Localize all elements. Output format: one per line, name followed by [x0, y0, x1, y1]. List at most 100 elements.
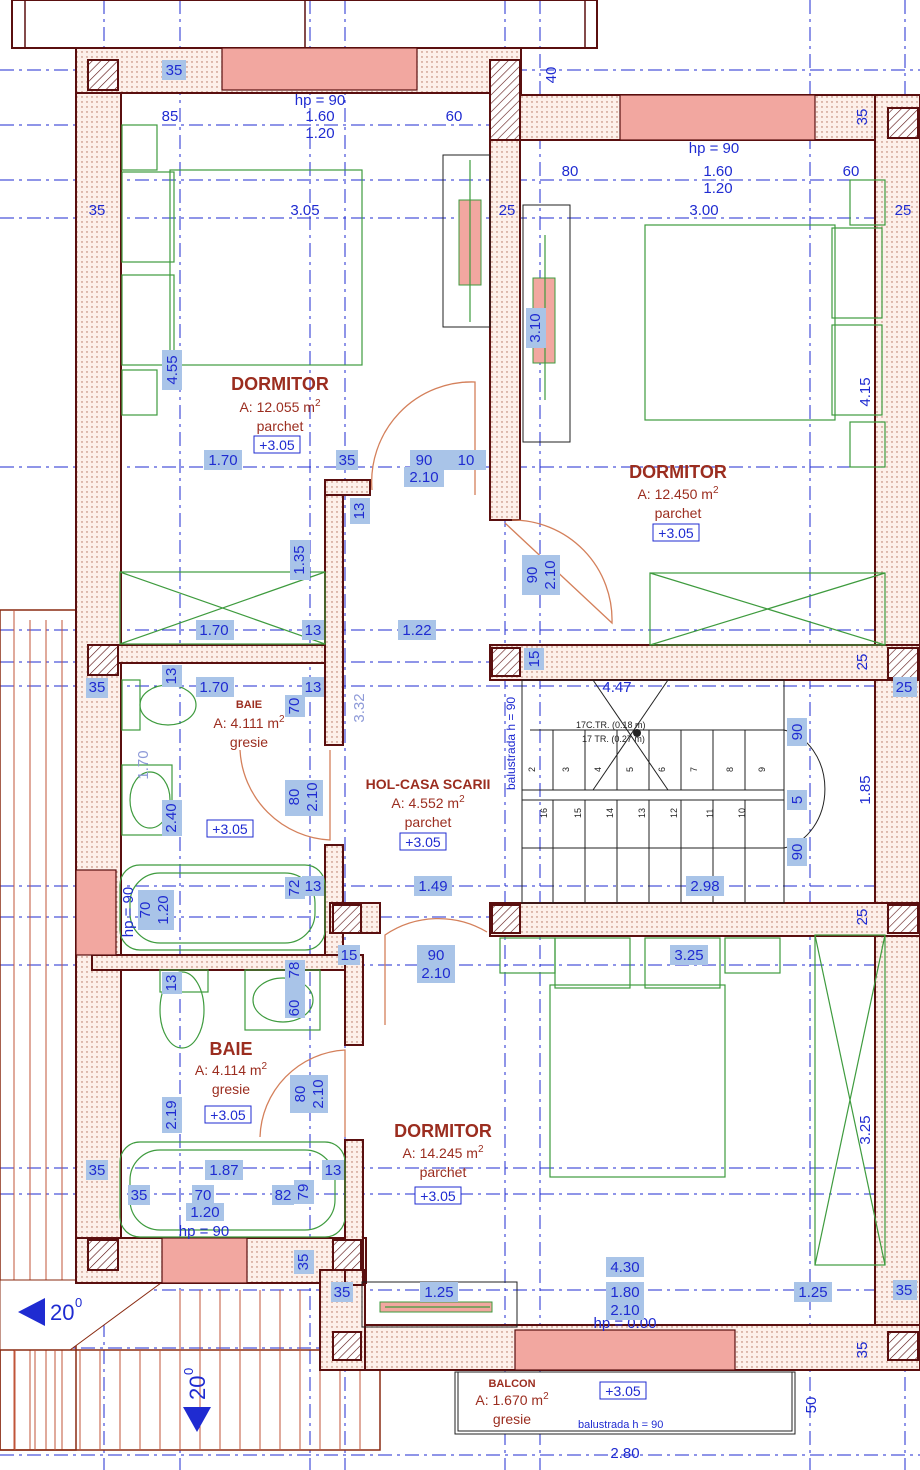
svg-text:15: 15: [341, 947, 358, 964]
svg-text:2.10: 2.10: [610, 1302, 639, 1319]
svg-text:4: 4: [593, 767, 603, 772]
svg-text:gresie: gresie: [230, 734, 268, 750]
columns: [87, 59, 919, 1361]
svg-text:35: 35: [339, 452, 356, 469]
svg-text:3.10: 3.10: [527, 313, 544, 342]
svg-text:1.25: 1.25: [798, 1284, 827, 1301]
door-swings: [239, 381, 613, 1138]
svg-text:85: 85: [162, 108, 179, 125]
svg-text:A: 12.450 m2: A: 12.450 m2: [637, 485, 719, 502]
svg-text:6: 6: [657, 767, 667, 772]
svg-text:90: 90: [789, 844, 806, 861]
svg-text:A: 14.245 m2: A: 14.245 m2: [402, 1144, 484, 1161]
balustrada-label: balustrada h = 90: [504, 697, 518, 790]
svg-text:A: 12.055 m2: A: 12.055 m2: [239, 398, 321, 415]
svg-text:3.25: 3.25: [674, 947, 703, 964]
room-baie2: BAIE A: 4.114 m2 gresie +3.05: [195, 1039, 268, 1124]
svg-text:1.87: 1.87: [209, 1162, 238, 1179]
svg-text:20: 20: [50, 1300, 74, 1325]
svg-text:72: 72: [286, 880, 303, 897]
svg-text:BAIE: BAIE: [236, 699, 262, 711]
svg-text:4.30: 4.30: [610, 1259, 639, 1276]
svg-text:13: 13: [637, 808, 647, 818]
svg-text:hp = 90: hp = 90: [179, 1223, 229, 1240]
svg-text:1.25: 1.25: [424, 1284, 453, 1301]
svg-text:1.35: 1.35: [291, 545, 308, 574]
svg-text:80: 80: [292, 1086, 309, 1103]
svg-text:DORMITOR: DORMITOR: [231, 374, 329, 394]
svg-text:3.05: 3.05: [290, 202, 319, 219]
svg-text:1.70: 1.70: [208, 452, 237, 469]
svg-text:1.20: 1.20: [155, 895, 172, 924]
svg-text:90: 90: [416, 452, 433, 469]
svg-text:10: 10: [458, 452, 475, 469]
svg-text:78: 78: [286, 962, 303, 979]
svg-text:1.60: 1.60: [305, 108, 334, 125]
svg-text:13: 13: [305, 878, 322, 895]
svg-text:3.32: 3.32: [351, 693, 368, 722]
svg-text:2.98: 2.98: [690, 878, 719, 895]
svg-text:parchet: parchet: [257, 418, 304, 434]
svg-text:35: 35: [131, 1187, 148, 1204]
svg-text:25: 25: [854, 909, 871, 926]
svg-text:parchet: parchet: [405, 814, 452, 830]
svg-text:13: 13: [325, 1162, 342, 1179]
svg-text:25: 25: [854, 654, 871, 671]
svg-text:10: 10: [737, 808, 747, 818]
room-hol: HOL-CASA SCARII A: 4.552 m2 parchet +3.0…: [366, 776, 490, 851]
svg-text:BAIE: BAIE: [209, 1039, 252, 1059]
svg-text:60: 60: [446, 108, 463, 125]
svg-text:+3.05: +3.05: [405, 834, 441, 850]
svg-text:15: 15: [573, 808, 583, 818]
slope-arrow-left-icon: [18, 1298, 45, 1326]
svg-text:A: 4.114 m2: A: 4.114 m2: [195, 1061, 268, 1078]
svg-text:+3.05: +3.05: [605, 1383, 641, 1399]
svg-text:hp = 90: hp = 90: [120, 887, 137, 937]
svg-text:90: 90: [524, 567, 541, 584]
svg-text:A: 4.111 m2: A: 4.111 m2: [213, 714, 285, 731]
stair-step-numbers: 2 3 4 5 6 7 8 9 16 15 14 13 12 11 10 17C…: [504, 697, 767, 818]
svg-text:A: 4.552 m2: A: 4.552 m2: [391, 794, 465, 811]
svg-text:35: 35: [334, 1284, 351, 1301]
svg-text:12: 12: [669, 808, 679, 818]
svg-text:60: 60: [843, 163, 860, 180]
svg-text:3: 3: [561, 767, 571, 772]
svg-text:1.70: 1.70: [199, 622, 228, 639]
svg-text:+3.05: +3.05: [210, 1107, 246, 1123]
svg-text:2.10: 2.10: [542, 560, 559, 589]
svg-text:4.47: 4.47: [602, 679, 631, 696]
svg-text:BALCON: BALCON: [488, 1378, 535, 1390]
svg-text:4.15: 4.15: [857, 377, 874, 406]
svg-text:40: 40: [543, 67, 560, 84]
svg-text:5: 5: [789, 796, 806, 804]
svg-text:hp = 90: hp = 90: [689, 140, 739, 157]
svg-text:5: 5: [625, 767, 635, 772]
upper-outline: [11, 0, 598, 49]
room-balcon: BALCON A: 1.670 m2 gresie +3.05: [475, 1378, 647, 1427]
svg-text:82: 82: [275, 1187, 292, 1204]
room-baie1: BAIE A: 4.111 m2 gresie +3.05: [206, 699, 285, 838]
svg-text:70: 70: [195, 1187, 212, 1204]
svg-text:70: 70: [286, 698, 303, 715]
svg-text:35: 35: [89, 202, 106, 219]
svg-text:35: 35: [89, 679, 106, 696]
svg-text:1.70: 1.70: [135, 750, 152, 779]
svg-text:14: 14: [605, 808, 615, 818]
svg-text:2.10: 2.10: [421, 965, 450, 982]
svg-text:1.49: 1.49: [418, 878, 447, 895]
svg-text:35: 35: [295, 1254, 312, 1271]
svg-text:90: 90: [428, 947, 445, 964]
svg-text:2.80: 2.80: [610, 1445, 639, 1462]
windows: [75, 47, 816, 1371]
svg-text:11: 11: [705, 809, 715, 818]
svg-text:25: 25: [895, 202, 912, 219]
svg-text:2: 2: [527, 767, 537, 772]
svg-text:1.20: 1.20: [703, 180, 732, 197]
svg-text:gresie: gresie: [212, 1081, 250, 1097]
svg-text:60: 60: [286, 1000, 303, 1017]
svg-text:1.20: 1.20: [305, 125, 334, 142]
svg-text:gresie: gresie: [493, 1411, 531, 1427]
stair-count-2: 17 TR. (0.27 m): [582, 734, 645, 744]
svg-text:3.25: 3.25: [857, 1115, 874, 1144]
